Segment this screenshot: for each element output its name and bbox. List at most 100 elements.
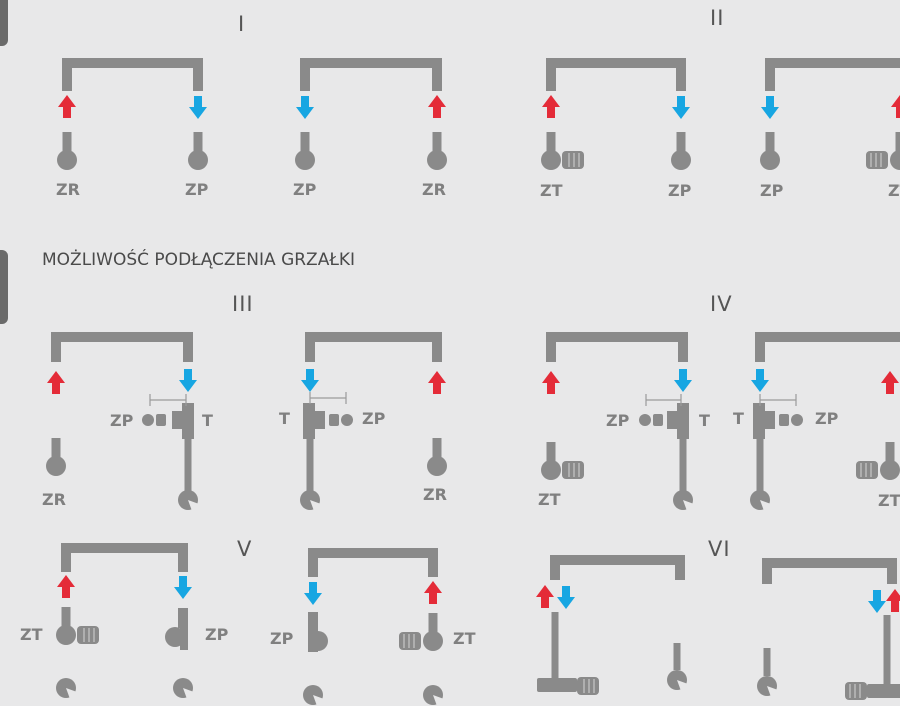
connector-icon — [639, 414, 651, 426]
tee-fitting — [753, 403, 765, 439]
thermostatic-head-icon — [856, 461, 878, 479]
red-up-arrow-icon — [424, 581, 442, 604]
red-up-arrow-icon — [428, 371, 446, 394]
connector-body — [653, 414, 663, 426]
heater-connection-heading: MOŻLIWOŚĆ PODŁĄCZENIA GRZAŁKI — [42, 250, 356, 270]
valve-icon — [188, 150, 208, 170]
heater-icon-notch — [313, 695, 324, 706]
label-zr: ZR — [422, 180, 446, 199]
connector-icon — [341, 414, 353, 426]
blue-down-arrow-icon — [751, 369, 769, 392]
label-zt: ZT — [540, 181, 563, 200]
section-label-i: I — [238, 12, 246, 36]
label-zp: ZP — [293, 180, 317, 199]
label-t: T — [699, 411, 710, 430]
label-zt: ZT — [453, 629, 476, 648]
valve-icon — [541, 150, 561, 170]
tee-fitting — [677, 403, 689, 439]
heater-body — [867, 684, 900, 698]
valve-icon — [295, 150, 315, 170]
red-up-arrow-icon — [57, 575, 75, 598]
red-up-arrow-icon — [428, 95, 446, 118]
blue-down-arrow-icon — [301, 369, 319, 392]
label-t: T — [733, 409, 744, 428]
red-up-arrow-icon — [542, 95, 560, 118]
valve-stem — [51, 438, 61, 458]
valve-icon — [46, 456, 66, 476]
tee-branch — [315, 411, 325, 429]
valve-stem — [546, 132, 556, 152]
radiator-outline — [755, 332, 900, 362]
valve-stem — [428, 613, 438, 633]
label-zp: ZP — [668, 181, 692, 200]
thermostatic-head-icon — [562, 151, 584, 169]
thermostatic-head-icon — [77, 626, 99, 644]
valve-stem — [676, 132, 686, 152]
radiator-outline — [51, 332, 193, 362]
valve-icon — [890, 150, 900, 170]
section-label-ii: II — [710, 6, 725, 30]
valve-icon — [541, 460, 561, 480]
radiator-outline — [762, 558, 897, 584]
valve-stem — [61, 607, 71, 627]
tee-branch — [765, 411, 775, 429]
thermostatic-head-icon — [399, 632, 421, 650]
section-label-iv: IV — [710, 292, 733, 316]
tee-fitting — [303, 403, 315, 439]
red-up-arrow-icon — [881, 371, 899, 394]
red-up-arrow-icon — [47, 371, 65, 394]
radiator-outline — [308, 548, 438, 577]
heater-icon-notch — [183, 688, 194, 699]
label-t: T — [279, 409, 290, 428]
connector-body — [156, 414, 166, 426]
label-zt: ZT — [20, 625, 43, 644]
label-zp: ZP — [270, 629, 294, 648]
valve-stem — [546, 442, 556, 462]
red-up-arrow-icon — [58, 95, 76, 118]
valve-icon — [423, 631, 443, 651]
valve-stem — [432, 438, 442, 458]
label-zp: ZP — [110, 411, 134, 430]
connector-icon — [791, 414, 803, 426]
valve-icon — [57, 150, 77, 170]
blue-down-arrow-icon — [868, 590, 886, 613]
heater-icon-notch — [433, 695, 444, 706]
red-up-arrow-icon — [886, 589, 900, 612]
heater-icon-notch — [760, 500, 771, 511]
heater-icon-notch — [66, 688, 77, 699]
valve-icon — [56, 625, 76, 645]
tee-branch — [667, 411, 677, 429]
heater-icon-notch — [188, 500, 199, 511]
label-zp: ZP — [760, 181, 784, 200]
thermostatic-head-icon — [866, 151, 888, 169]
blue-down-arrow-icon — [761, 96, 779, 119]
valve-stem — [765, 132, 775, 152]
blue-down-arrow-icon — [179, 369, 197, 392]
valve-stem — [300, 132, 310, 152]
heater-icon-notch — [677, 680, 688, 691]
blue-down-arrow-icon — [557, 586, 575, 609]
valve-icon — [671, 150, 691, 170]
label-zt: ZT — [538, 490, 561, 509]
heater-body — [537, 678, 577, 692]
label-zr: ZR — [56, 180, 80, 199]
section-label-v: V — [237, 537, 253, 561]
blue-down-arrow-icon — [296, 96, 314, 119]
label-zt: ZT — [878, 491, 900, 510]
tee-fitting — [182, 403, 194, 439]
label-zp: ZP — [362, 409, 386, 428]
section-label-vi: VI — [708, 537, 731, 561]
label-zp: ZP — [205, 625, 229, 644]
connector-icon — [142, 414, 154, 426]
valve-icon — [427, 456, 447, 476]
radiator-outline — [546, 58, 686, 91]
valve-body — [308, 612, 318, 652]
thermostatic-head-icon — [845, 682, 867, 700]
heater-icon-notch — [683, 500, 694, 511]
red-up-arrow-icon — [891, 95, 900, 118]
valve-icon — [308, 631, 328, 651]
label-zp: ZP — [185, 180, 209, 199]
tee-branch — [172, 411, 182, 429]
heater-icon-notch — [767, 686, 778, 697]
